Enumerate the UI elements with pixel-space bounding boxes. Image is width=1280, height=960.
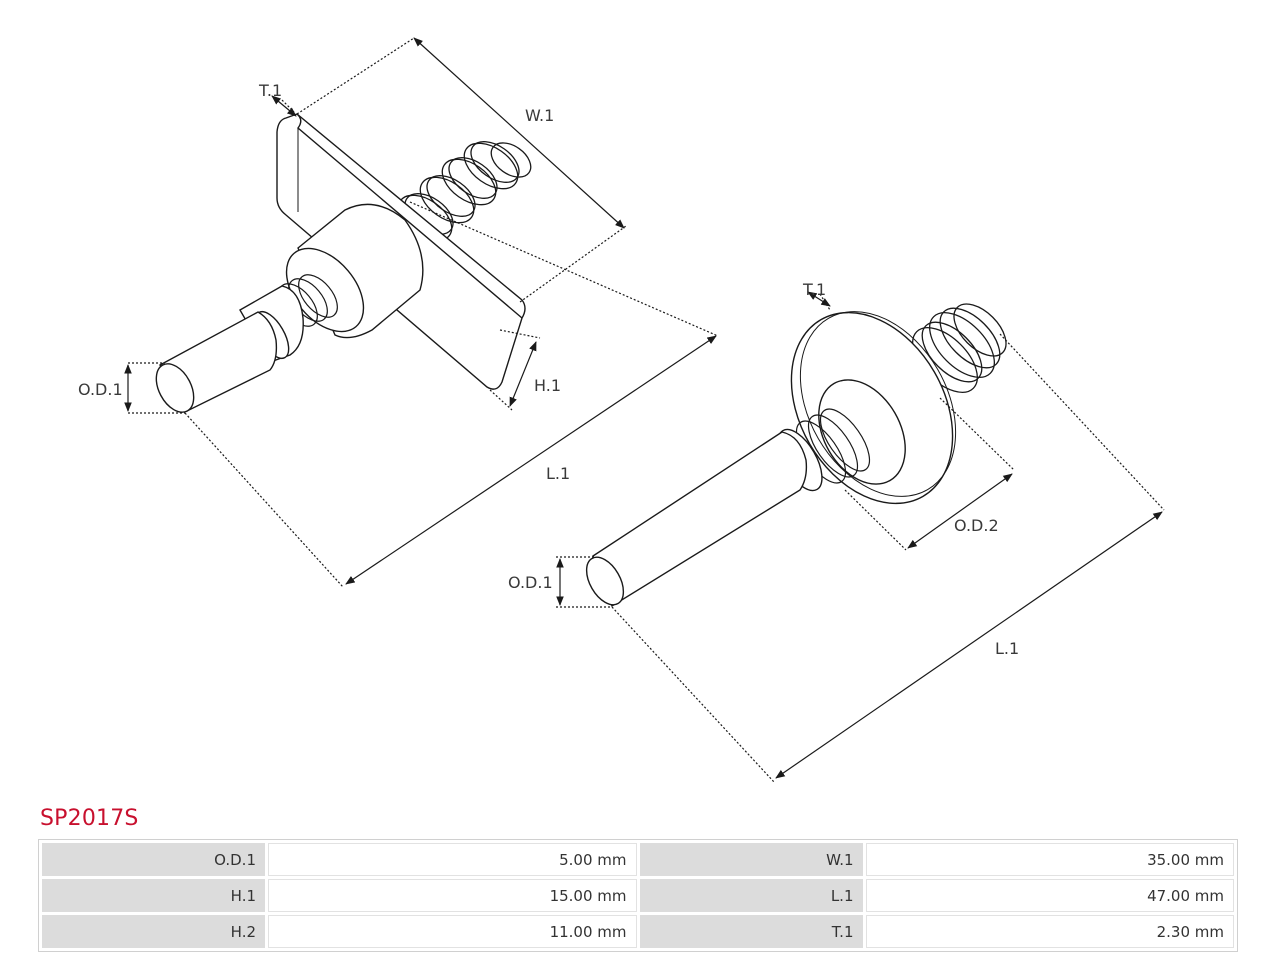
right-od2-label: O.D.2	[954, 516, 999, 535]
table-row: H.2 11.00 mm T.1 2.30 mm	[42, 915, 1234, 948]
left-t1-label: T.1	[258, 81, 282, 100]
spec-label: H.1	[42, 879, 265, 912]
table-row: H.1 15.00 mm L.1 47.00 mm	[42, 879, 1234, 912]
left-w1-label: W.1	[525, 106, 554, 125]
spec-value: 15.00 mm	[268, 879, 637, 912]
right-l1-label: L.1	[995, 639, 1019, 658]
right-brush-holder-part	[585, 303, 1007, 608]
left-l1-label: L.1	[546, 464, 570, 483]
right-dimensions	[556, 291, 1165, 783]
left-brush-holder-part	[155, 113, 532, 413]
spec-value: 35.00 mm	[865, 843, 1234, 876]
spec-value: 5.00 mm	[268, 843, 637, 876]
table-row: O.D.1 5.00 mm W.1 35.00 mm	[42, 843, 1234, 876]
technical-drawing: T.1 W.1 O.D.1 H.1 L.1 T.1 O.D.2 O.D.1 L.…	[78, 37, 1165, 783]
spec-label: W.1	[639, 843, 863, 876]
spec-label: L.1	[639, 879, 863, 912]
right-t1-label: T.1	[802, 280, 826, 299]
left-dimensions	[124, 37, 719, 588]
left-od1-label: O.D.1	[78, 380, 123, 399]
right-od1-label: O.D.1	[508, 573, 553, 592]
spec-value: 11.00 mm	[268, 915, 637, 948]
spec-value: 47.00 mm	[865, 879, 1234, 912]
right-spring	[912, 303, 1007, 393]
spec-label: H.2	[42, 915, 265, 948]
part-number-title: SP2017S	[40, 806, 139, 831]
spec-label: T.1	[639, 915, 863, 948]
specifications-table: O.D.1 5.00 mm W.1 35.00 mm H.1 15.00 mm …	[38, 839, 1238, 952]
spec-label: O.D.1	[42, 843, 265, 876]
spec-value: 2.30 mm	[865, 915, 1234, 948]
left-h1-label: H.1	[534, 376, 561, 395]
right-pin	[592, 431, 808, 608]
